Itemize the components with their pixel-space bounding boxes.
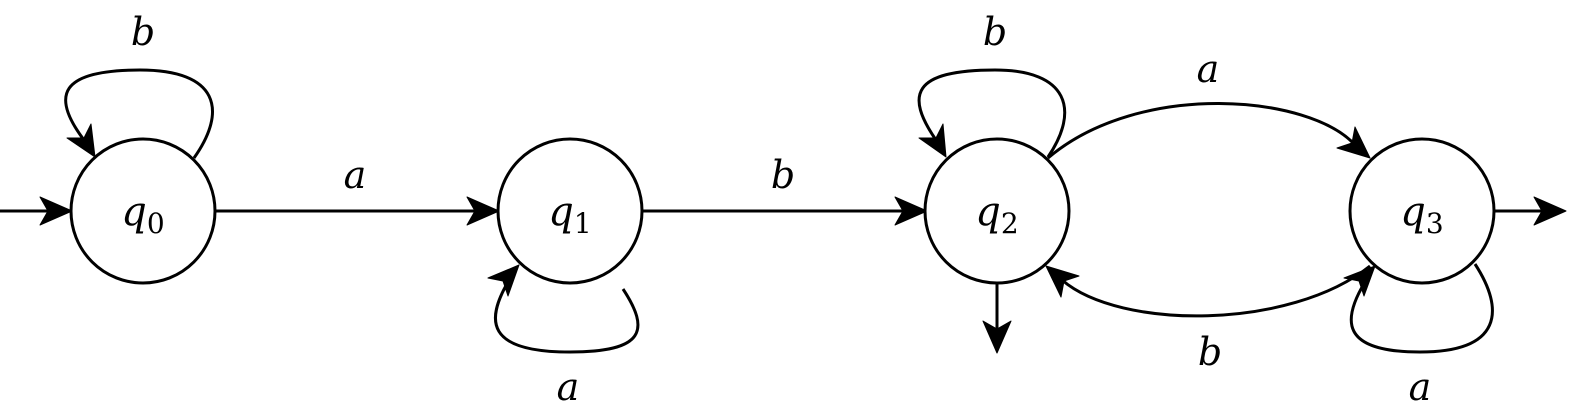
state-q2: q2	[923, 137, 1071, 285]
edge-q1-q2	[642, 196, 928, 226]
edge-q0-q1	[215, 196, 500, 226]
label-q3-loop: a	[1409, 365, 1432, 409]
label-q2-q3: a	[1197, 47, 1220, 91]
edge-q2-q3	[1047, 102, 1371, 160]
state-q2-label: q2	[975, 189, 1018, 240]
label-q0-q1: a	[344, 153, 367, 197]
state-q3: q3	[1348, 137, 1496, 285]
label-q0-loop: b	[131, 10, 155, 54]
q2-final-arrow	[982, 284, 1012, 354]
start-arrow	[0, 196, 73, 226]
state-q1: q1	[496, 137, 644, 285]
label-q2-loop: b	[983, 10, 1007, 54]
state-q3-label: q3	[1400, 189, 1443, 240]
state-q0-label: q0	[121, 189, 164, 240]
edge-q3-q2	[1045, 264, 1371, 318]
q3-final-arrow	[1494, 196, 1567, 226]
edge-q3-loop	[1343, 263, 1494, 354]
state-q0: q0	[69, 137, 217, 285]
label-q1-loop: a	[557, 365, 580, 409]
edge-q1-loop	[487, 264, 640, 354]
label-q3-q2: b	[1198, 330, 1222, 374]
edge-q0-loop	[64, 68, 214, 159]
label-q1-q2: b	[771, 153, 795, 197]
edge-q2-loop	[917, 68, 1067, 158]
state-q1-label: q1	[548, 189, 591, 240]
